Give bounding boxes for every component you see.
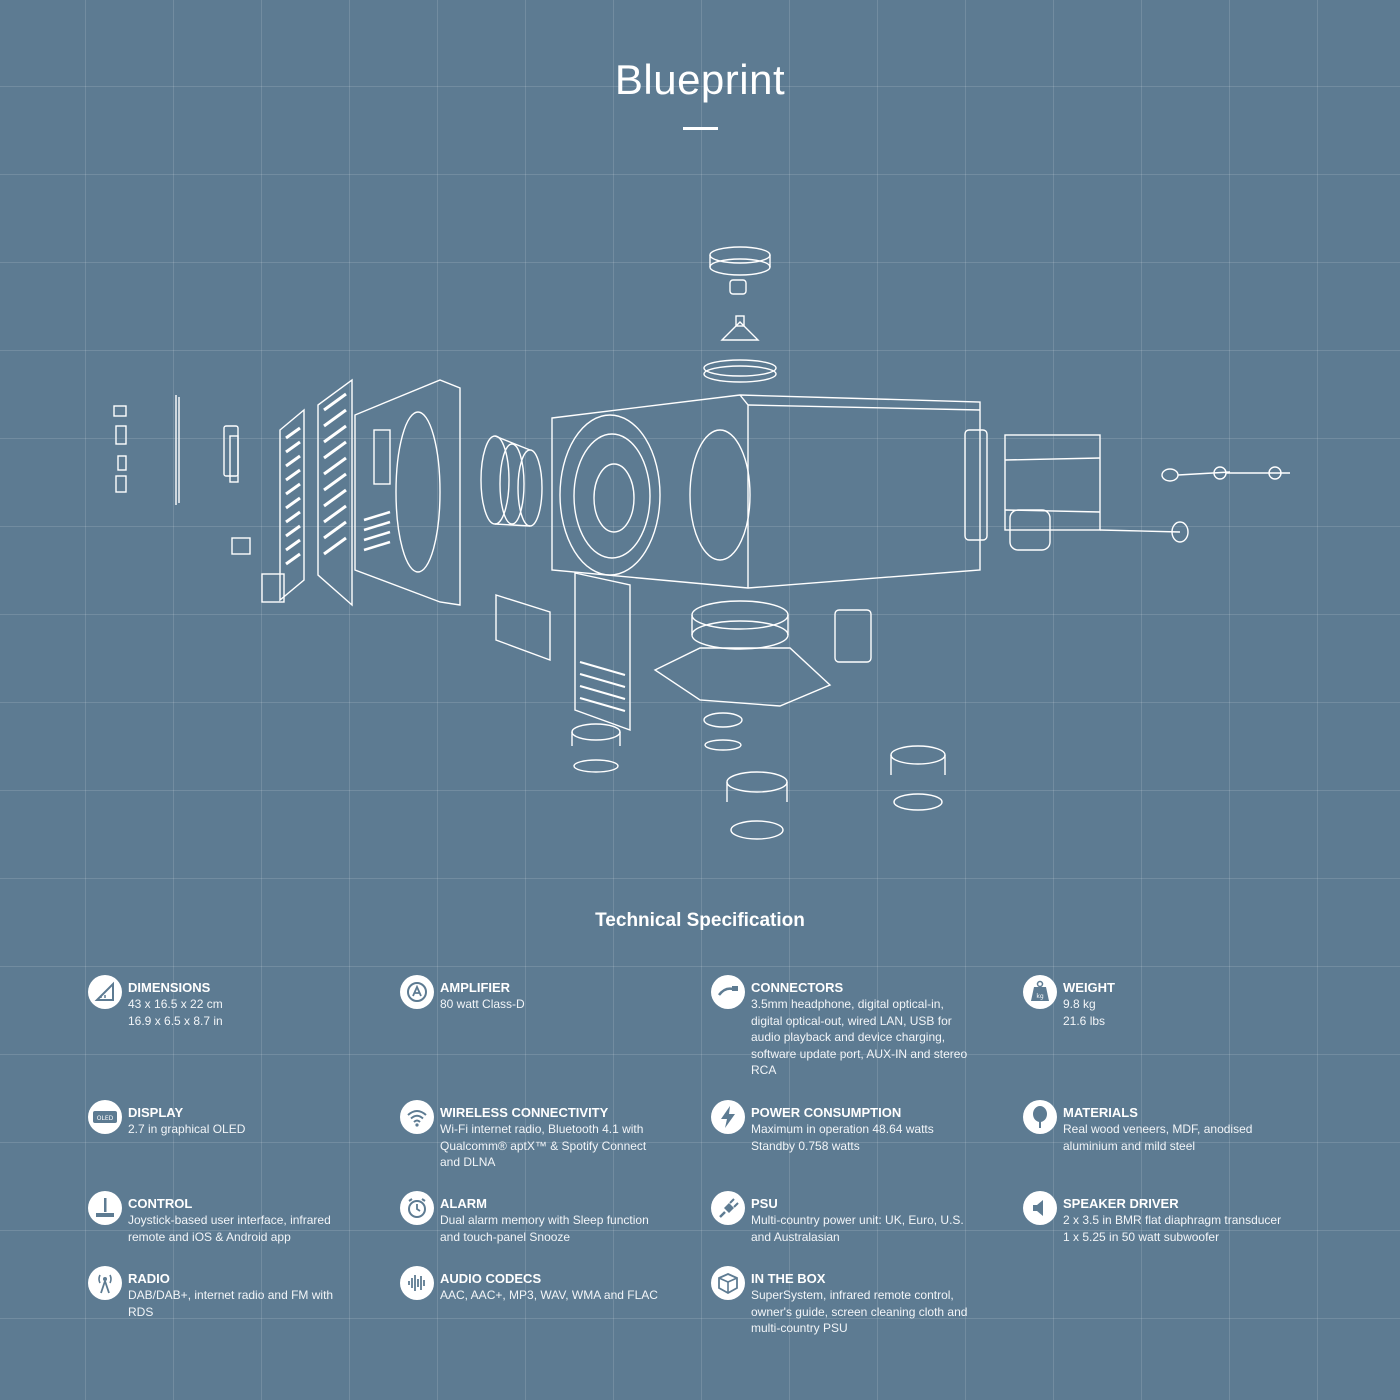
spec-value: Multi-country power unit: UK, Euro, U.S. (751, 1213, 964, 1227)
spec-control: CONTROL Joystick-based user interface, i… (88, 1191, 418, 1245)
spec-value: owner's guide, screen cleaning cloth and (751, 1304, 968, 1319)
spec-value: software update port, AUX-IN and stereo (751, 1046, 968, 1061)
spec-label: MATERIALS (1063, 1105, 1138, 1120)
top-knob-parts (703, 246, 777, 383)
spec-audio-codecs: AUDIO CODECS AAC, AAC+, MP3, WAV, WMA an… (400, 1266, 730, 1304)
base-stand (653, 600, 872, 707)
spec-label: SPEAKER DRIVER (1063, 1196, 1179, 1211)
connector-plug-icon (711, 975, 745, 1009)
spec-value: 43 x 16.5 x 22 cm (128, 997, 223, 1011)
spec-label: DIMENSIONS (128, 980, 211, 995)
spec-value: RCA (751, 1063, 777, 1077)
spec-dimensions: DIMENSIONS 43 x 16.5 x 22 cm 16.9 x 6.5 … (88, 975, 418, 1029)
spec-value: Qualcomm® aptX™ & Spotify Connect (440, 1138, 647, 1153)
rubber-feet (571, 712, 946, 840)
spec-label: CONNECTORS (751, 980, 844, 995)
spec-value: Wi-Fi internet radio, Bluetooth 4.1 with (440, 1122, 644, 1136)
waveform-icon (400, 1266, 434, 1300)
spec-radio: RADIO DAB/DAB+, internet radio and FM wi… (88, 1266, 418, 1320)
midrange-driver (480, 435, 543, 527)
spec-value: 80 watt Class-D (440, 997, 525, 1011)
spec-connectors: CONNECTORS 3.5mm headphone, digital opti… (711, 975, 1041, 1079)
spec-value: 2.7 in graphical OLED (128, 1122, 246, 1136)
circuit-boards (495, 572, 631, 731)
spec-display: OLED DISPLAY 2.7 in graphical OLED (88, 1100, 418, 1138)
spec-in-the-box: IN THE BOX SuperSystem, infrared remote … (711, 1266, 1041, 1337)
spec-value: SuperSystem, infrared remote control, (751, 1288, 954, 1302)
spec-label: RADIO (128, 1271, 170, 1286)
spec-label: IN THE BOX (751, 1271, 826, 1286)
spec-label: WIRELESS CONNECTIVITY (440, 1105, 609, 1120)
spec-label: CONTROL (128, 1196, 193, 1211)
spec-wireless: WIRELESS CONNECTIVITY Wi-Fi internet rad… (400, 1100, 730, 1171)
spec-value: 16.9 x 6.5 x 8.7 in (128, 1013, 223, 1028)
box-icon (711, 1266, 745, 1300)
spec-value: 21.6 lbs (1063, 1013, 1106, 1028)
title-underline (683, 127, 718, 130)
main-cabinet (551, 394, 1101, 589)
tree-icon (1023, 1100, 1057, 1134)
spec-value: and touch-panel Snooze (440, 1229, 571, 1244)
spec-materials: MATERIALS Real wood veneers, MDF, anodis… (1023, 1100, 1353, 1154)
spec-value: 9.8 kg (1063, 997, 1096, 1011)
radio-antenna-icon (88, 1266, 122, 1300)
spec-value: RDS (128, 1304, 154, 1319)
spec-heading: Technical Specification (595, 910, 805, 931)
weight-icon: kg (1023, 975, 1057, 1009)
spec-alarm: ALARM Dual alarm memory with Sleep funct… (400, 1191, 730, 1245)
alarm-clock-icon (400, 1191, 434, 1225)
spec-value: 2 x 3.5 in BMR flat diaphragm transducer (1063, 1213, 1282, 1227)
amplifier-icon (400, 975, 434, 1009)
spec-value: Joystick-based user interface, infrared (128, 1213, 331, 1227)
spec-value: Maximum in operation 48.64 watts (751, 1122, 934, 1136)
small-connector-parts (113, 395, 285, 603)
oled-icon-text: OLED (97, 1115, 114, 1122)
front-panel-assembly (279, 378, 461, 607)
spec-label: WEIGHT (1063, 980, 1115, 995)
lightning-bolt-icon (711, 1100, 745, 1134)
spec-power-consumption: POWER CONSUMPTION Maximum in operation 4… (711, 1100, 1041, 1154)
spec-weight: kg WEIGHT 9.8 kg 21.6 lbs (1023, 975, 1353, 1029)
spec-label: ALARM (440, 1196, 487, 1211)
spec-value: AAC, AAC+, MP3, WAV, WMA and FLAC (440, 1288, 658, 1302)
spec-value: and Australasian (751, 1229, 840, 1244)
wifi-icon (400, 1100, 434, 1134)
spec-value: Real wood veneers, MDF, anodised (1063, 1122, 1253, 1136)
spec-value: DAB/DAB+, internet radio and FM with (128, 1288, 334, 1302)
speaker-icon (1023, 1191, 1057, 1225)
spec-label: AMPLIFIER (440, 980, 511, 995)
spec-label: DISPLAY (128, 1105, 184, 1120)
exploded-view-illustration (113, 246, 1290, 840)
spec-value: multi-country PSU (751, 1321, 848, 1335)
spec-value: 3.5mm headphone, digital optical-in, (751, 997, 944, 1011)
spec-value: digital optical-out, wired LAN, USB for (751, 1013, 952, 1028)
spec-label: AUDIO CODECS (440, 1271, 542, 1286)
spec-value: 1 x 5.25 in 50 watt subwoofer (1063, 1229, 1220, 1244)
oled-display-icon: OLED (88, 1100, 122, 1134)
spec-value: aluminium and mild steel (1063, 1138, 1196, 1153)
ruler-triangle-icon (88, 975, 122, 1009)
spec-value: and DLNA (440, 1155, 496, 1169)
joystick-icon (88, 1191, 122, 1225)
spec-value: remote and iOS & Android app (128, 1229, 291, 1244)
spec-label: POWER CONSUMPTION (751, 1105, 902, 1120)
cable-parts (1099, 466, 1290, 543)
weight-icon-text: kg (1036, 993, 1043, 1000)
spec-speaker-driver: SPEAKER DRIVER 2 x 3.5 in BMR flat diaph… (1023, 1191, 1353, 1245)
spec-psu: PSU Multi-country power unit: UK, Euro, … (711, 1191, 1041, 1245)
page-title: Blueprint (614, 56, 786, 103)
power-plug-icon (711, 1191, 745, 1225)
spec-value: Dual alarm memory with Sleep function (440, 1213, 649, 1227)
spec-label: PSU (751, 1196, 778, 1211)
spec-value: Standby 0.758 watts (751, 1138, 860, 1153)
spec-amplifier: AMPLIFIER 80 watt Class-D (400, 975, 730, 1013)
spec-value: audio playback and device charging, (751, 1030, 946, 1044)
